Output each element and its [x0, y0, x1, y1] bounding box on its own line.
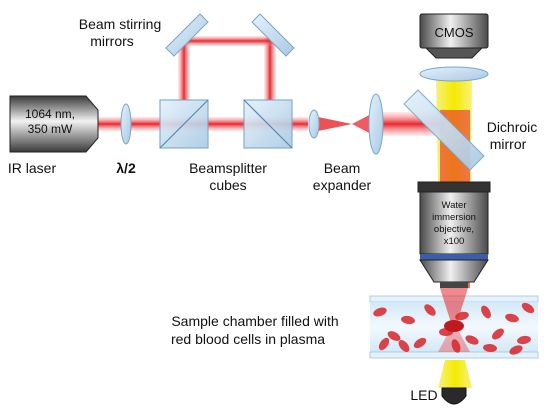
objective-label-line2: immersion	[432, 212, 476, 223]
beam-stirring-mirrors: Beam stirring mirrors	[79, 13, 295, 57]
blood-cell	[483, 343, 497, 353]
blood-cell	[424, 304, 436, 316]
tube-lens	[419, 66, 489, 82]
objective-label-line4: x100	[444, 236, 465, 247]
beam-expander: Beam expander	[308, 93, 384, 193]
half-wave-plate: λ/2	[116, 103, 136, 176]
dichroic-mirror: Dichroic mirror	[403, 89, 538, 171]
blood-cell	[373, 307, 387, 317]
expander-label-line2: expander	[313, 177, 372, 193]
laser-name-label: IR laser	[8, 160, 57, 176]
blood-cell	[465, 335, 479, 345]
laser-spec-line2: 350 mW	[28, 122, 73, 136]
stirring-mirrors-label-line1: Beam stirring	[79, 16, 161, 32]
sample-chamber: Sample chamber filled with red blood cel…	[171, 288, 539, 359]
cmos-camera: CMOS	[419, 13, 489, 59]
blood-cell	[401, 315, 415, 325]
half-wave-plate-label: λ/2	[116, 160, 136, 176]
beamsplitter-label-line1: Beamsplitter	[189, 160, 267, 176]
blood-cell	[451, 339, 461, 353]
blood-cell	[517, 335, 531, 345]
blood-cell	[481, 305, 491, 319]
blood-cell	[378, 337, 390, 351]
blood-cell	[398, 340, 410, 352]
led: LED	[410, 387, 467, 405]
water-immersion-objective: Water immersion objective, x100	[417, 181, 491, 288]
blood-cell	[455, 311, 469, 321]
blood-cell	[505, 313, 519, 323]
beamsplitter-label-line2: cubes	[209, 177, 246, 193]
dichroic-label-line2: mirror	[490, 136, 527, 152]
dichroic-label-line1: Dichroic	[487, 119, 538, 135]
trapped-blood-cell	[444, 320, 464, 332]
blood-cell	[509, 345, 523, 355]
laser-beam-path	[98, 36, 470, 288]
led-label: LED	[410, 387, 437, 403]
ir-laser: 1064 nm, 350 mW IR laser	[8, 95, 99, 176]
stirring-mirrors-label-line2: mirrors	[90, 33, 134, 49]
sample-label-line1: Sample chamber filled with	[171, 313, 338, 329]
objective-label-line1: Water	[442, 200, 467, 211]
expander-label-line1: Beam	[324, 160, 361, 176]
camera-label: CMOS	[435, 25, 474, 40]
blood-cell	[413, 337, 427, 349]
laser-spec-line1: 1064 nm,	[25, 107, 75, 121]
blood-cell	[387, 331, 401, 341]
blood-cell	[521, 302, 535, 314]
blood-cell	[492, 328, 504, 340]
beamsplitter-cubes: Beamsplitter cubes	[159, 99, 293, 193]
objective-label-line3: objective,	[434, 224, 474, 235]
sample-label-line2: red blood cells in plasma	[171, 331, 325, 347]
red-blood-cells	[373, 302, 535, 355]
